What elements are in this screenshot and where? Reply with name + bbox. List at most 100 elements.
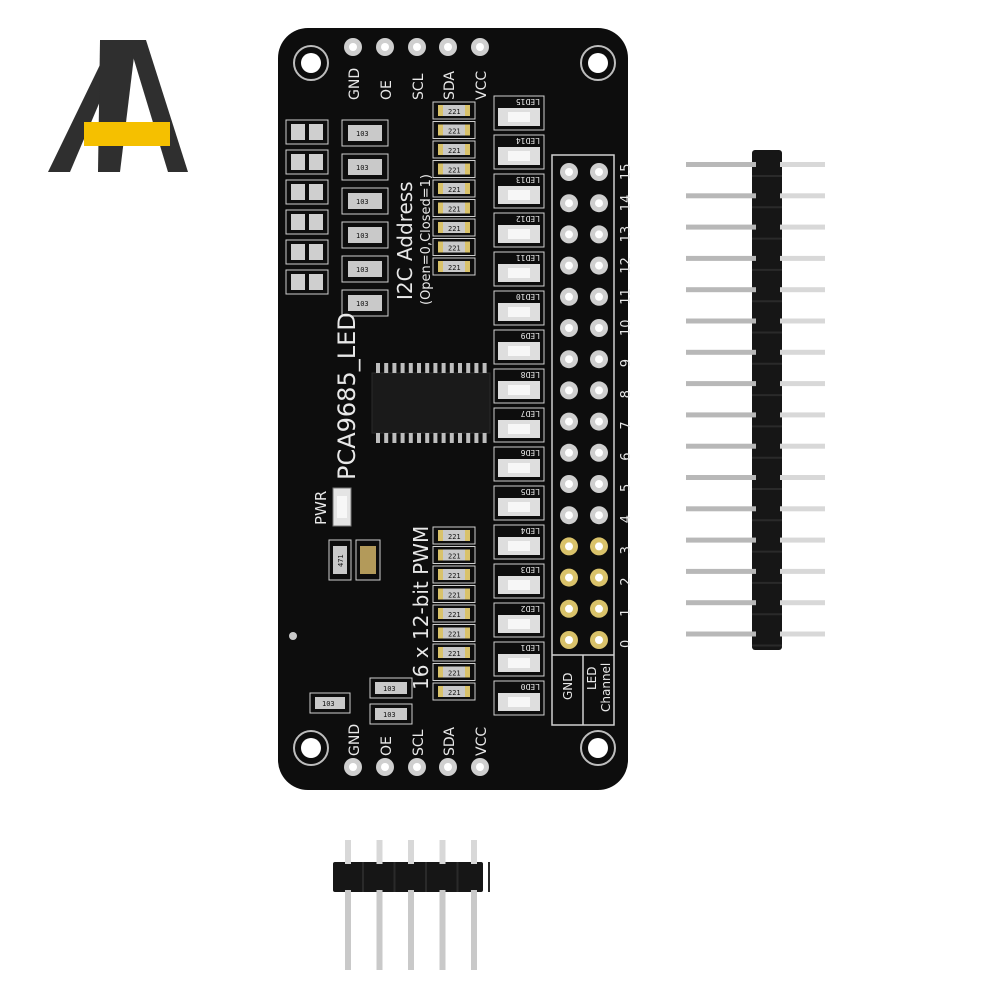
header-pin-top bbox=[345, 840, 351, 864]
channel-number: 15 bbox=[619, 163, 634, 180]
resistor-221 bbox=[432, 546, 476, 564]
header-pin-bottom bbox=[345, 890, 351, 970]
address-jumper bbox=[285, 149, 329, 175]
svg-text:221: 221 bbox=[448, 186, 461, 194]
led-outline bbox=[493, 251, 545, 287]
top-pin-label: GND bbox=[347, 68, 363, 100]
header-pin-long bbox=[686, 506, 756, 512]
led-outline bbox=[493, 368, 545, 404]
header-pin-long bbox=[686, 600, 756, 606]
svg-text:221: 221 bbox=[448, 108, 461, 116]
resistor-221 bbox=[432, 121, 476, 139]
led-outline bbox=[493, 95, 545, 131]
bottom-pin-label: SCL bbox=[411, 729, 427, 756]
svg-text:103: 103 bbox=[356, 164, 369, 172]
resistor-103-b: 103 bbox=[383, 685, 396, 693]
top-pin-label: SCL bbox=[411, 73, 427, 100]
channel-number: 8 bbox=[619, 390, 634, 398]
resistor-221 bbox=[432, 682, 476, 701]
svg-text:221: 221 bbox=[448, 592, 461, 600]
svg-text:221: 221 bbox=[448, 533, 461, 541]
led-label: LED11 bbox=[516, 253, 540, 262]
header-pin-short bbox=[780, 568, 825, 574]
bottom-pin-label: OE bbox=[379, 736, 395, 756]
header-pin-short bbox=[780, 475, 825, 480]
header-channel-label: Channel bbox=[599, 663, 613, 712]
address-jumper bbox=[285, 209, 329, 235]
led-outline bbox=[493, 173, 545, 209]
svg-text:103: 103 bbox=[356, 232, 369, 240]
header-pin-short bbox=[780, 224, 825, 230]
led-outline bbox=[493, 602, 545, 638]
svg-text:221: 221 bbox=[448, 689, 461, 697]
bottom-pin-label: VCC bbox=[474, 727, 490, 756]
resistor-221 bbox=[432, 160, 476, 178]
svg-text:103: 103 bbox=[356, 130, 369, 138]
resistor-221 bbox=[432, 643, 476, 662]
svg-text:221: 221 bbox=[448, 128, 461, 136]
bottom-left-resistors: 103 103 103 bbox=[309, 677, 413, 725]
led-label: LED2 bbox=[521, 604, 540, 613]
svg-text:221: 221 bbox=[448, 670, 461, 678]
channel-number: 1 bbox=[619, 609, 634, 617]
resistor-221 bbox=[432, 624, 476, 642]
led-label: LED9 bbox=[521, 331, 540, 340]
header-pin-short bbox=[780, 537, 825, 543]
led-outline bbox=[493, 134, 545, 170]
header-pin-long bbox=[686, 475, 756, 480]
resistor-221 bbox=[432, 179, 476, 198]
pwr-label: PWR bbox=[312, 491, 330, 525]
resistor-103 bbox=[341, 119, 389, 147]
resistor-103 bbox=[341, 187, 389, 215]
top-pin-label: VCC bbox=[474, 71, 490, 100]
header-pin-bottom bbox=[408, 890, 414, 970]
led-outline bbox=[493, 446, 545, 482]
header-pin-bottom bbox=[376, 890, 383, 970]
power-resistor: 471 bbox=[328, 539, 352, 581]
channel-number: 5 bbox=[619, 484, 634, 492]
channel-header-pads bbox=[560, 163, 608, 649]
header-pin-long bbox=[686, 537, 756, 543]
address-jumper bbox=[285, 179, 329, 205]
led-label: LED3 bbox=[521, 565, 540, 574]
header-pin-top bbox=[408, 840, 414, 864]
led-outline bbox=[493, 329, 545, 365]
header-pin-short bbox=[780, 600, 825, 606]
bottom-pin-pads bbox=[344, 758, 489, 776]
led-label: LED13 bbox=[516, 175, 540, 184]
svg-text:221: 221 bbox=[448, 650, 461, 658]
board-name-label: PCA9685_LED bbox=[333, 312, 361, 480]
channel-number: 13 bbox=[619, 226, 634, 243]
resistor-221 bbox=[432, 199, 476, 217]
header-pin-short bbox=[780, 255, 825, 261]
led-outline bbox=[493, 290, 545, 326]
svg-text:221: 221 bbox=[448, 245, 461, 253]
header-pin-top bbox=[376, 840, 383, 864]
header-pin-long bbox=[686, 287, 756, 293]
resistor-221 bbox=[432, 238, 476, 256]
pwm-subtitle-label: 16 x 12-bit PWM bbox=[409, 526, 433, 690]
channel-number: 7 bbox=[619, 421, 634, 429]
channel-number: 6 bbox=[619, 453, 634, 461]
header-pin-long bbox=[686, 631, 756, 637]
channel-number: 11 bbox=[619, 288, 634, 305]
header-pin-long bbox=[686, 349, 756, 355]
power-capacitor bbox=[355, 539, 381, 581]
led-outline bbox=[493, 212, 545, 248]
header-pin-long bbox=[686, 412, 756, 418]
svg-text:103: 103 bbox=[356, 198, 369, 206]
header-pin-short bbox=[780, 349, 825, 355]
led-label: LED10 bbox=[516, 292, 540, 301]
header-pin-short bbox=[780, 631, 825, 637]
svg-text:221: 221 bbox=[448, 611, 461, 619]
resistor-221 bbox=[432, 526, 476, 545]
svg-text:221: 221 bbox=[448, 167, 461, 175]
led-label: LED0 bbox=[521, 682, 540, 691]
svg-text:221: 221 bbox=[448, 631, 461, 639]
i2c-address-label: I2C Address bbox=[393, 181, 417, 300]
header-pin-short bbox=[780, 193, 825, 199]
channel-number: 0 bbox=[619, 640, 634, 648]
led-outline bbox=[493, 641, 545, 677]
